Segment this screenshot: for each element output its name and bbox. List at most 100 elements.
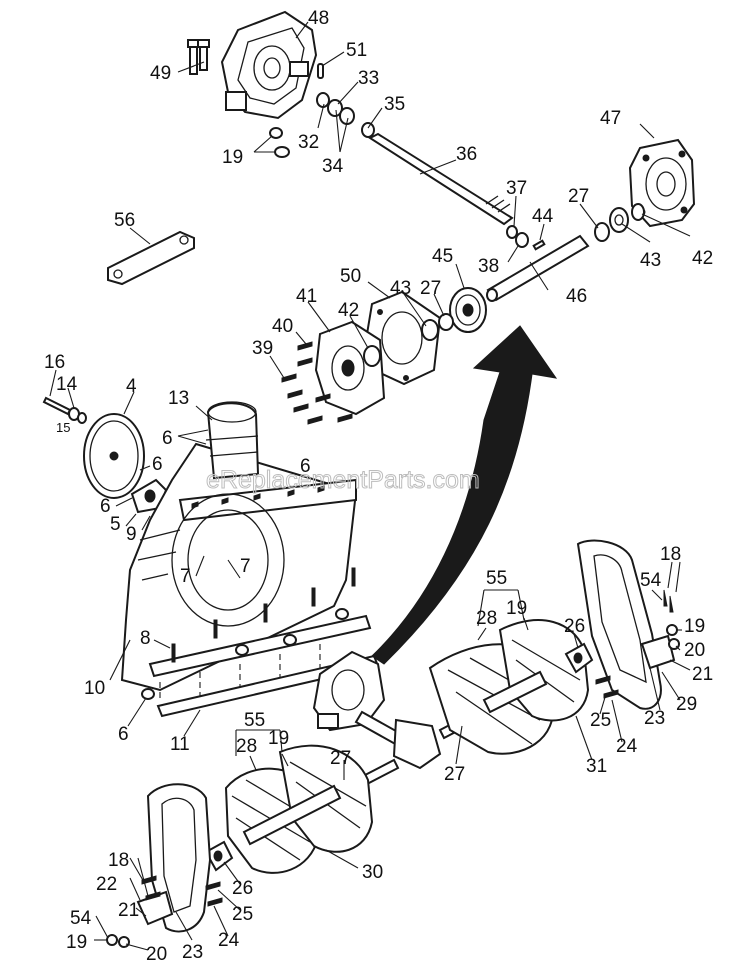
leader-lines xyxy=(49,21,691,951)
label-19: 19 xyxy=(222,147,243,168)
label-9: 9 xyxy=(126,524,137,545)
label-28: 28 xyxy=(236,736,257,757)
auger-housing-10 xyxy=(120,442,358,692)
label-36: 36 xyxy=(456,144,477,165)
label-39: 39 xyxy=(252,338,273,359)
label-33: 33 xyxy=(358,68,379,89)
label-20: 20 xyxy=(684,640,705,661)
label-6: 6 xyxy=(300,456,311,477)
label-40: 40 xyxy=(272,316,293,337)
label-18: 18 xyxy=(660,544,681,565)
right-side-plate xyxy=(576,539,680,710)
label-48: 48 xyxy=(308,8,329,29)
bolt-16-washers xyxy=(42,396,87,424)
bearing-26a xyxy=(564,642,594,674)
label-51: 51 xyxy=(346,40,367,61)
label-56: 56 xyxy=(114,210,135,231)
hardware-8-6 xyxy=(141,567,356,700)
label-42: 42 xyxy=(338,300,359,321)
label-7: 7 xyxy=(240,556,251,577)
label-41: 41 xyxy=(296,286,317,307)
part-labels: 48 51 49 33 35 32 19 34 36 47 37 27 44 5… xyxy=(44,8,713,965)
gearbox-housing-part xyxy=(220,10,318,120)
bearings-42-43-27 xyxy=(594,203,645,242)
label-6: 6 xyxy=(162,428,173,449)
label-49: 49 xyxy=(150,63,171,84)
label-50: 50 xyxy=(340,266,361,287)
label-30: 30 xyxy=(362,862,383,883)
label-5: 5 xyxy=(110,514,121,535)
label-19: 19 xyxy=(506,598,527,619)
label-21: 21 xyxy=(692,664,713,685)
label-54: 54 xyxy=(70,908,92,929)
axle-46 xyxy=(486,234,590,302)
label-6: 6 xyxy=(118,724,129,745)
label-25: 25 xyxy=(590,710,611,731)
label-26: 26 xyxy=(564,616,585,637)
label-24: 24 xyxy=(616,736,638,757)
label-25: 25 xyxy=(232,904,253,925)
watermark-text: eReplacementParts.com xyxy=(206,466,480,494)
bearing-flange-5 xyxy=(130,478,168,514)
left-side-plate xyxy=(106,783,223,948)
bolts-39-40 xyxy=(281,341,353,425)
bracket-56 xyxy=(107,230,195,286)
assembly-direction-arrow xyxy=(371,325,558,665)
shaft-washers-37-38 xyxy=(506,225,529,248)
label-32: 32 xyxy=(298,132,319,153)
label-26: 26 xyxy=(232,878,253,899)
label-13: 13 xyxy=(168,388,189,409)
key-51 xyxy=(317,63,324,79)
label-34: 34 xyxy=(322,156,344,177)
label-15: 15 xyxy=(56,420,70,435)
label-19: 19 xyxy=(268,728,289,749)
label-37: 37 xyxy=(506,178,527,199)
auger-31 xyxy=(428,619,590,755)
label-28: 28 xyxy=(476,608,497,629)
label-27: 27 xyxy=(330,748,351,769)
label-19: 19 xyxy=(684,616,705,637)
label-6: 6 xyxy=(152,454,163,475)
label-43: 43 xyxy=(390,278,411,299)
label-22: 22 xyxy=(96,874,117,895)
label-45: 45 xyxy=(432,246,453,267)
label-29: 29 xyxy=(676,694,697,715)
label-55: 55 xyxy=(244,710,265,731)
label-10: 10 xyxy=(84,678,105,699)
chute-13 xyxy=(205,401,260,480)
gearbox-half-41 xyxy=(314,320,386,416)
label-8: 8 xyxy=(140,628,151,649)
label-21: 21 xyxy=(118,900,139,921)
label-31: 31 xyxy=(586,756,607,777)
label-35: 35 xyxy=(384,94,405,115)
label-20: 20 xyxy=(146,944,167,965)
label-46: 46 xyxy=(566,286,587,307)
label-47: 47 xyxy=(600,108,621,129)
label-42: 42 xyxy=(692,248,713,269)
label-38: 38 xyxy=(478,256,499,277)
bolt-49 xyxy=(187,39,210,75)
label-27: 27 xyxy=(568,186,589,207)
label-11: 11 xyxy=(170,734,190,755)
label-27: 27 xyxy=(420,278,441,299)
label-44: 44 xyxy=(532,206,554,227)
label-7: 7 xyxy=(180,566,191,587)
label-14: 14 xyxy=(56,374,78,395)
label-23: 23 xyxy=(644,708,665,729)
label-43: 43 xyxy=(640,250,661,271)
label-24: 24 xyxy=(218,930,240,951)
pulley-4 xyxy=(83,413,145,499)
bearing-26b xyxy=(204,840,234,872)
label-16: 16 xyxy=(44,352,65,373)
label-23: 23 xyxy=(182,942,203,963)
label-54: 54 xyxy=(640,570,662,591)
label-55: 55 xyxy=(486,568,507,589)
nuts-19-top xyxy=(269,127,290,158)
label-18: 18 xyxy=(108,850,129,871)
key-44 xyxy=(532,239,546,251)
label-4: 4 xyxy=(126,376,137,397)
label-19: 19 xyxy=(66,932,87,953)
worm-shaft-36 xyxy=(367,132,514,226)
label-6: 6 xyxy=(100,496,111,517)
label-27: 27 xyxy=(444,764,465,785)
